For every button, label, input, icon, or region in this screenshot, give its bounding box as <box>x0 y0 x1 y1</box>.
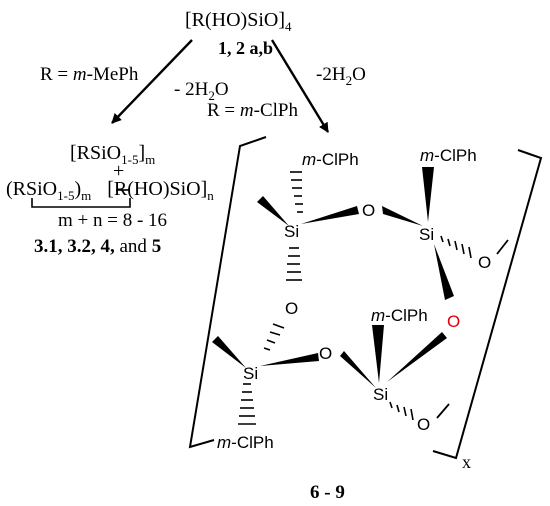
left-compound-labels: 3.1, 3.2, 4, and 5 <box>34 236 161 257</box>
repeat-subscript-x: x <box>462 452 471 472</box>
substituent-bottom-left: m-ClPh <box>217 433 274 452</box>
silicon-atom-4: Si <box>373 385 388 404</box>
product-compound-labels: 6 - 9 <box>310 482 345 503</box>
hashed-bonds <box>238 171 472 425</box>
right-water-loss: -2H2O <box>316 64 366 88</box>
plus-sign: + <box>113 160 124 182</box>
oxygen-atom-right: O <box>478 253 491 272</box>
m-plus-n-condition: m + n = 8 - 16 <box>58 210 167 231</box>
lower-o-bond <box>436 403 450 419</box>
oxygen-atom-middle: O <box>319 344 332 363</box>
wedge-bonds <box>212 167 454 388</box>
silicon-atom-2: Si <box>419 225 434 244</box>
mixed-formula: (RSiO1-5)m[R(HO)SiO]n <box>6 178 214 203</box>
formula-link-bracket <box>31 198 131 208</box>
right-repeat-bracket <box>432 149 543 460</box>
right-o-bond <box>496 239 509 255</box>
left-repeat-bracket <box>188 136 267 449</box>
silicon-atom-1: Si <box>284 222 299 241</box>
precursor-labels: 1, 2 a,b <box>218 38 273 58</box>
left-water-loss: - 2H2O <box>174 79 229 103</box>
right-r-group: R = m-ClPh <box>207 100 298 121</box>
silicon-atom-3: Si <box>243 364 258 383</box>
oxygen-atom-red: O <box>447 312 460 331</box>
left-r-group: R = m-MePh <box>40 64 139 85</box>
substituent-top-right: m-ClPh <box>420 146 477 165</box>
right-reaction-arrow <box>270 39 330 133</box>
polysilsesquioxane-formula: [RSiO1-5]m <box>70 142 155 167</box>
oxygen-atom-top: O <box>362 201 375 220</box>
substituent-middle: m-ClPh <box>371 306 428 325</box>
oxygen-atom-bridge: O <box>285 299 298 318</box>
substituent-top-left: m-ClPh <box>302 150 359 169</box>
oxygen-atom-lower: O <box>417 415 430 434</box>
left-reaction-arrow <box>111 39 193 124</box>
precursor-formula: [R(HO)SiO]4 <box>185 9 292 34</box>
